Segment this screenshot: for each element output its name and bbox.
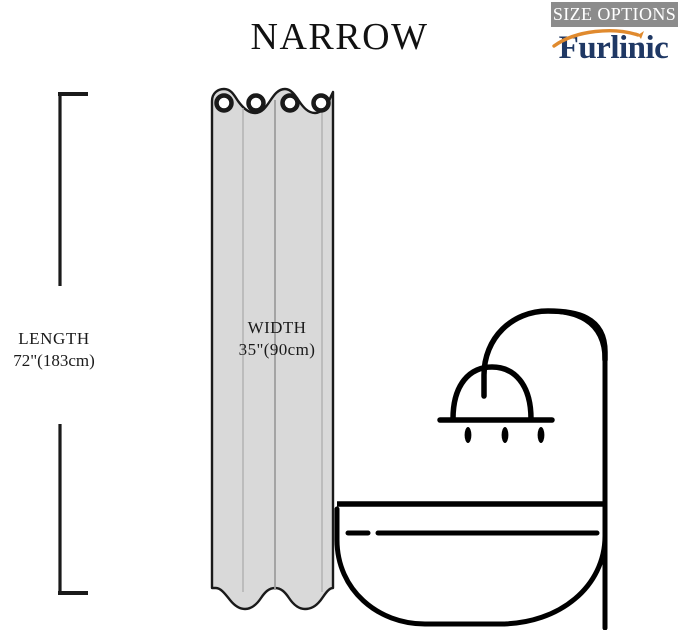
grommet-ring-group <box>214 93 331 113</box>
length-dimension-value: 72"(183cm) <box>13 351 95 370</box>
grommet-ring <box>246 93 266 113</box>
status-badge: SIZE OPTIONS <box>551 2 678 27</box>
water-drop-group <box>464 427 545 443</box>
grommet-ring <box>280 93 300 113</box>
water-drop <box>537 427 545 443</box>
grommet-ring <box>214 93 234 113</box>
shower-arm <box>481 308 608 399</box>
width-dimension-value: 35"(90cm) <box>238 340 316 359</box>
shower-head <box>437 364 555 423</box>
water-drop <box>464 427 472 443</box>
page-title: NARROW <box>250 16 429 58</box>
water-drop <box>501 427 509 443</box>
length-dimension-label: LENGTH 72"(183cm) <box>0 328 114 372</box>
length-dimension-name: LENGTH <box>18 329 90 348</box>
status-badge-label: SIZE OPTIONS <box>552 4 677 24</box>
width-dimension-label: WIDTH 35"(90cm) <box>213 317 341 361</box>
bathtub <box>334 501 608 627</box>
bathroom-wall <box>545 308 608 630</box>
width-dimension-name: WIDTH <box>247 318 307 337</box>
grommet-ring <box>311 93 331 113</box>
length-dimension-bracket <box>58 92 88 595</box>
shower-curtain <box>210 87 335 611</box>
